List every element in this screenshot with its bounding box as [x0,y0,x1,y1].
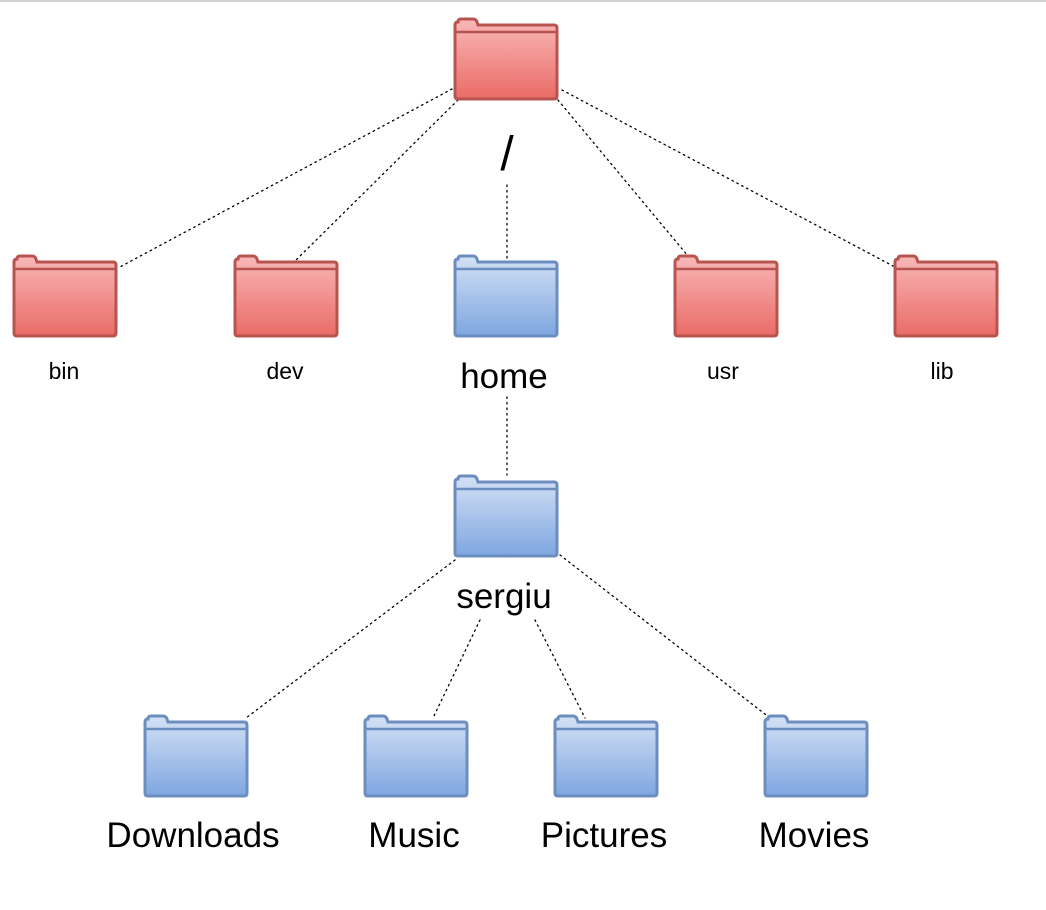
folder-label-sergiu: sergiu [456,577,551,616]
connectors [117,88,894,719]
folder-label-movies: Movies [759,816,870,855]
folder-icon [363,714,469,798]
folder-icon [12,254,118,338]
folder-root[interactable]: / [453,17,559,181]
edge-root-lib [561,89,894,267]
folder-body [12,254,118,338]
folder-label-pictures: Pictures [541,816,667,855]
folder-icon [673,254,779,338]
folder-usr[interactable]: usr [673,254,779,384]
folder-label-lib: lib [930,358,953,384]
folder-icon [453,254,559,338]
folder-label-home: home [460,357,548,396]
folder-body [233,254,339,338]
folder-movies[interactable]: Movies [759,714,870,855]
folder-sergiu[interactable]: sergiu [453,474,559,616]
folder-body [763,714,869,798]
folder-music[interactable]: Music [363,714,469,855]
folder-dev[interactable]: dev [233,254,339,384]
folder-icon [553,714,659,798]
folder-icon [763,714,869,798]
folder-downloads[interactable]: Downloads [106,714,280,855]
top-divider [0,0,1046,2]
folder-label-usr: usr [707,358,739,384]
folder-body [553,714,659,798]
edge-root-dev [295,99,459,261]
edge-sergiu-movies [559,554,771,719]
folder-label-dev: dev [266,358,304,384]
folder-icon [233,254,339,338]
folder-icon [893,254,999,338]
folder-label-bin: bin [49,358,80,384]
folder-label-downloads: Downloads [106,816,279,855]
folder-label-music: Music [368,816,459,855]
edge-sergiu-downloads [245,559,456,719]
folder-icon [453,474,559,558]
folder-body [363,714,469,798]
folder-pictures[interactable]: Pictures [541,714,667,855]
folder-icon [143,714,249,798]
folder-bin[interactable]: bin [12,254,118,384]
folder-body [143,714,249,798]
edge-sergiu-pictures [534,619,586,719]
folder-body [453,17,559,101]
folder-label-root: / [500,128,514,181]
folder-icon [453,17,559,101]
folder-body [453,474,559,558]
edge-sergiu-music [432,619,481,719]
edge-root-bin [117,88,453,269]
folder-body [673,254,779,338]
folder-body [453,254,559,338]
folder-lib[interactable]: lib [893,254,999,384]
folder-body [893,254,999,338]
folder-home[interactable]: home [453,254,559,396]
edge-root-usr [557,99,689,257]
